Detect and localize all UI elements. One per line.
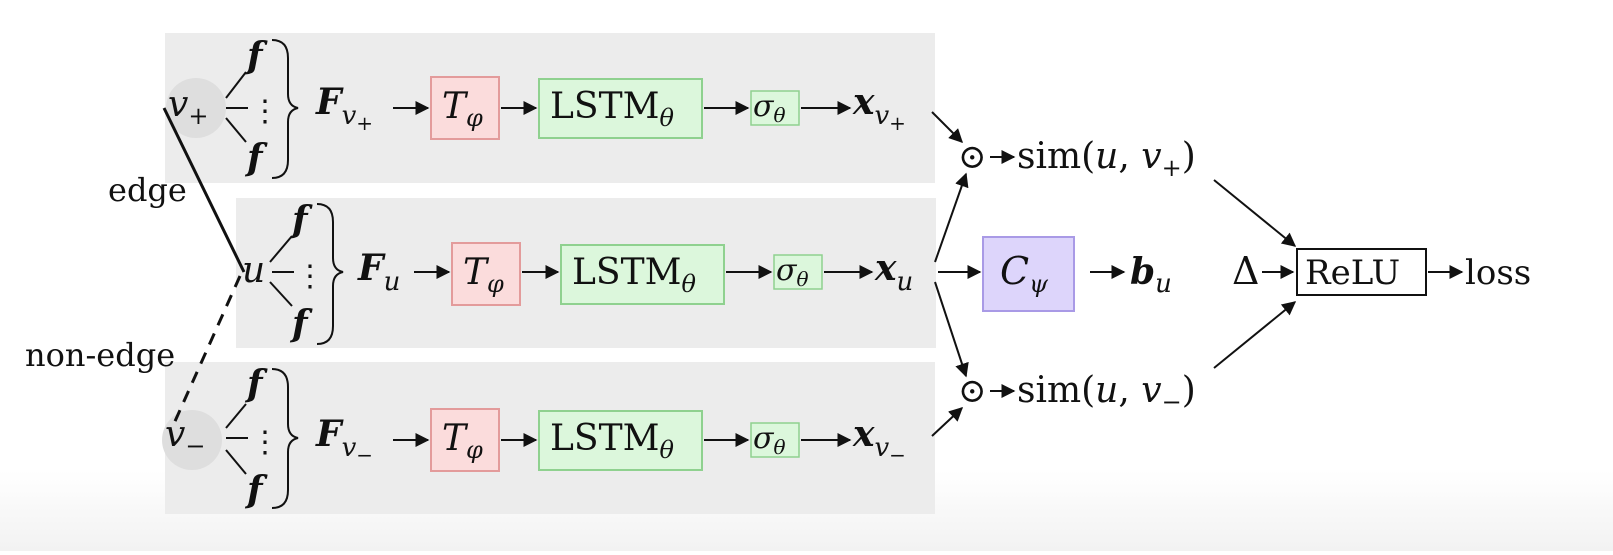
brace-bot — [271, 368, 299, 509]
v-minus-node-disc — [162, 410, 222, 470]
sim-u-v-minus: sim(u, v−) — [1017, 370, 1196, 416]
relu-label: ReLU — [1305, 253, 1400, 293]
feature-dots-top: ⋮ — [250, 94, 280, 129]
x-u: xu — [874, 247, 913, 297]
lstm-box-bot — [538, 410, 703, 471]
lstm-box-top — [538, 78, 703, 139]
sigma-box-mid — [773, 254, 823, 290]
lstm-box-mid — [560, 244, 725, 305]
t-phi-box-top — [430, 76, 500, 140]
x-v-plus: xv+ — [852, 81, 906, 135]
arrow-xvplus-to-odot — [931, 111, 963, 143]
t-phi-bot: Tφ — [442, 418, 483, 464]
sigma-box-top — [750, 90, 800, 126]
c-psi: Cψ — [1000, 249, 1049, 298]
edge-label: edge — [108, 171, 187, 209]
lstm-bot: LSTMθ — [550, 418, 674, 464]
F-v-plus: Fv+ — [315, 81, 373, 135]
non-edge-line — [170, 275, 242, 429]
t-phi-box-mid — [451, 242, 521, 306]
edge-line — [162, 107, 246, 273]
v-minus-node: v− — [165, 414, 205, 460]
sigma-bot: σθ — [753, 421, 786, 459]
non-edge-label: non-edge — [25, 336, 175, 374]
c-psi-box — [982, 236, 1075, 312]
v-plus-node-disc — [166, 78, 226, 138]
sigma-top: σθ — [753, 89, 786, 127]
arrow-xu-to-odot-top — [934, 172, 969, 263]
sigma-box-bot — [750, 422, 800, 458]
b-u: bu — [1130, 251, 1172, 299]
arrow-sim-plus-to-relu — [1213, 179, 1297, 247]
sim-u-v-plus: sim(u, v+) — [1017, 136, 1196, 182]
feature-dots-bot: ⋮ — [250, 425, 280, 460]
loss-label: loss — [1465, 253, 1531, 293]
odot-bot: ⊙ — [958, 371, 987, 411]
x-v-minus: xv− — [852, 413, 906, 467]
arrow-sim-minus-to-relu — [1213, 301, 1297, 369]
delta-margin: Δ — [1232, 249, 1259, 293]
t-phi-top: Tφ — [442, 86, 483, 132]
arrow-xvminus-to-odot — [931, 407, 964, 437]
lstm-top: LSTMθ — [550, 86, 674, 132]
F-u: Fu — [357, 247, 400, 297]
feature-dots-mid: ⋮ — [295, 259, 325, 294]
v-plus-node: v+ — [168, 84, 208, 130]
F-v-minus: Fv− — [315, 413, 373, 467]
odot-top: ⊙ — [958, 137, 987, 177]
arrow-xu-to-odot-bot — [934, 281, 969, 378]
u-node: u — [242, 250, 265, 291]
row-u: u f ⋮ f Fu Tφ LSTMθ σθ xu — [242, 199, 913, 345]
brace-mid — [316, 203, 344, 345]
lstm-mid: LSTMθ — [572, 252, 696, 298]
relu-box — [1296, 248, 1427, 296]
sigma-mid: σθ — [776, 253, 809, 291]
t-phi-box-bot — [430, 408, 500, 472]
brace-top — [271, 39, 299, 179]
t-phi-mid: Tφ — [463, 252, 504, 298]
